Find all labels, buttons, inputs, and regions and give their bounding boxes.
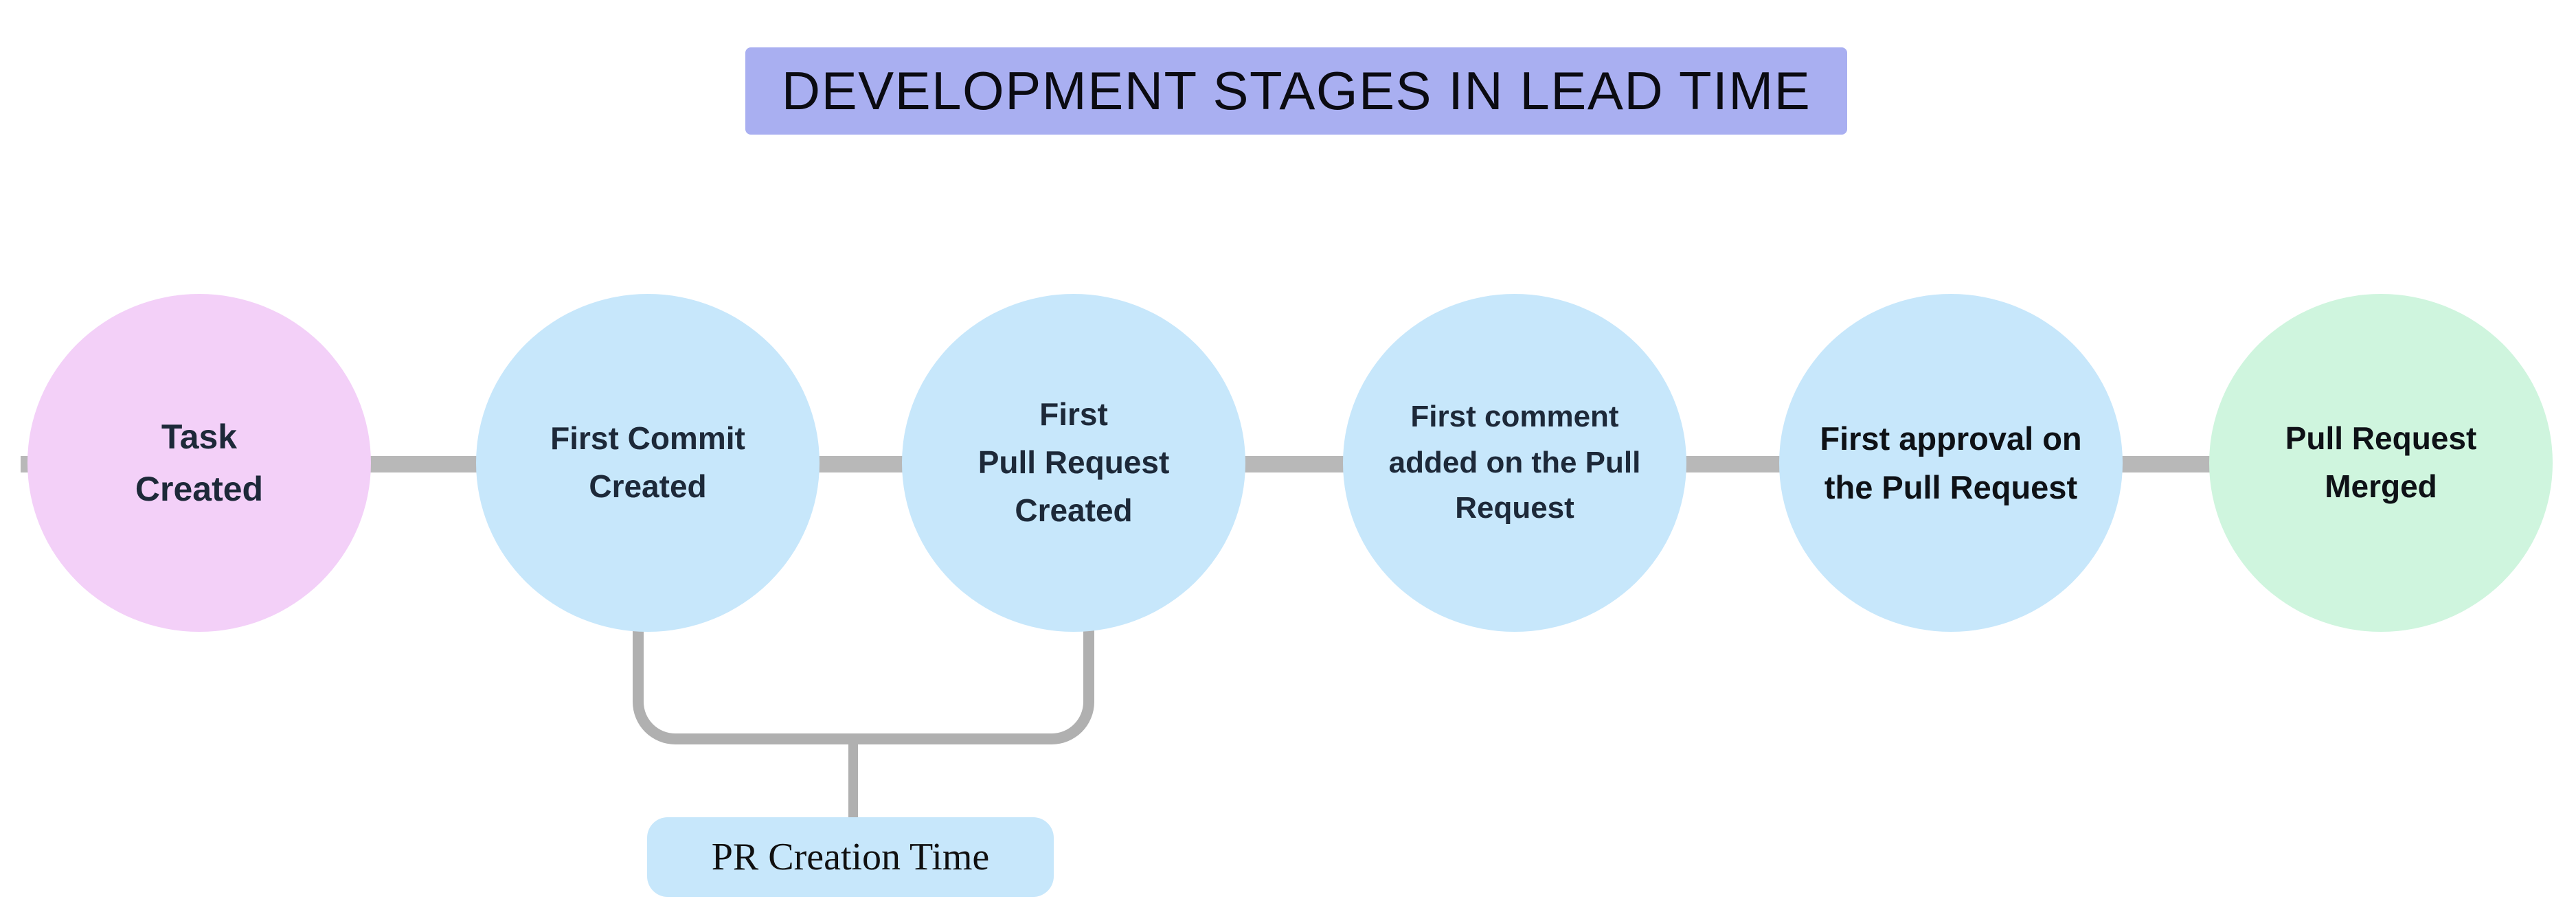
page-title: DEVELOPMENT STAGES IN LEAD TIME [745,47,1847,135]
pr-creation-time-bracket-stem [848,743,858,820]
stage-circle-first-comment-added-on-pr: First comment added on the Pull Request [1343,294,1686,632]
stage-circle-first-commit-created: First Commit Created [476,294,820,632]
stage-circle-task-created: Task Created [27,294,371,632]
stage-circle-first-approval-on-pr: First approval on the Pull Request [1779,294,2123,632]
stage-circle-first-pull-request-created: First Pull Request Created [902,294,1245,632]
pr-creation-time-label: PR Creation Time [647,817,1054,897]
stage-circle-pull-request-merged: Pull Request Merged [2209,294,2553,632]
